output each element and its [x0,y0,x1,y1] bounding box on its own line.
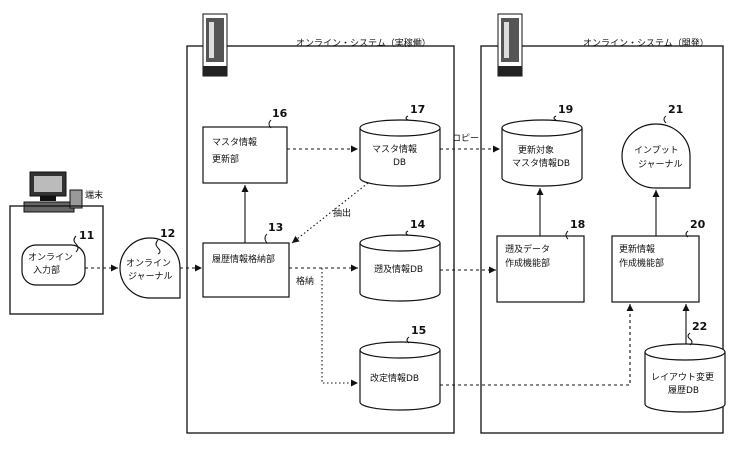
edge-master-db-to-history [291,182,369,244]
terminal-frame [9,205,104,315]
ref-leader-19 [553,115,557,121]
ref-leader-22 [687,332,693,346]
online-journal-label-2: ジャーナル [128,271,173,282]
ref-leader-16 [268,119,272,129]
input-journal-label-1: インプット [634,145,679,156]
history-info-storage-unit-label: 履歴情報格納部 [212,253,275,265]
ref-leader-13 [264,233,268,244]
online-input-unit [21,244,86,286]
online-input-unit-label-1: オンライン [28,252,73,263]
ref-num-14: 14 [410,218,426,231]
revision-info-db [359,341,441,411]
master-info-db [359,119,441,187]
retroactive-info-db-label: 遡及情報DB [374,263,423,275]
development-system-title: オンライン・システム（開発） [583,37,709,49]
retroactive-data-creation-unit [496,235,585,303]
ref-leader-11 [73,235,79,253]
edge-label-store: 格納 [296,275,314,287]
ref-num-11: 11 [79,229,94,242]
update-info-creation-unit-label-1: 更新情報 [619,243,655,255]
ref-leader-14 [405,230,409,236]
ref-num-16: 16 [272,107,288,120]
ref-leader-21 [663,115,667,124]
edge-revision-db-to-update-creation [440,304,634,386]
layout-change-history-db-label-2: 履歴DB [668,385,699,396]
update-info-creation-unit-label-2: 作成機能部 [619,257,664,269]
ref-num-15: 15 [411,324,426,337]
online-journal [119,237,181,299]
production-system-title: オンライン・システム（実稼働） [296,37,431,49]
input-journal [621,123,691,189]
edge-label-copy: コピー [452,133,479,144]
target-master-info-db-label-2: マスタ情報DB [512,157,570,169]
ref-num-21: 21 [668,103,683,116]
master-info-db-label-1: マスタ情報 [372,143,417,155]
ref-num-20: 20 [690,218,706,231]
online-input-unit-label-2: 入力部 [33,264,60,276]
online-journal-label-1: オンライン [126,258,171,269]
ref-leader-18 [565,230,569,240]
terminal-label: 端末 [85,189,103,201]
input-journal-label-2: ジャーナル [638,159,683,170]
retroactive-data-creation-unit-label-2: 作成機能部 [505,257,550,269]
master-info-update-unit [202,126,288,184]
retroactive-data-creation-unit-label-1: 遡及データ [505,243,550,255]
production-system-frame [186,45,455,434]
retroactive-info-db [359,234,441,302]
ref-num-17: 17 [410,103,425,116]
ref-num-13: 13 [268,221,283,234]
ref-num-12: 12 [160,227,175,240]
target-master-info-db-label-1: 更新対象 [518,144,554,156]
production-server-icon [202,13,228,77]
ref-leader-15 [406,336,410,344]
master-info-update-unit-label-1: マスタ情報 [212,136,257,148]
ref-leader-20 [685,230,689,238]
development-system-frame [480,45,724,434]
master-info-db-label-2: DB [393,158,406,168]
ref-num-22: 22 [692,320,707,333]
layout-change-history-db-label-1: レイアウト変更 [651,371,714,383]
ref-leader-12 [155,239,161,255]
ref-leader-17 [405,115,409,121]
update-info-creation-unit [611,235,700,303]
edge-history-to-revision-db [321,268,358,387]
terminal-computer-icon [23,171,83,213]
target-master-info-db [501,119,583,187]
master-info-update-unit-label-2: 更新部 [212,153,239,165]
history-info-storage-unit [202,242,290,298]
development-server-icon [497,13,523,77]
ref-num-18: 18 [570,218,585,231]
ref-num-19: 19 [558,103,573,116]
revision-info-db-label: 改定情報DB [370,372,419,384]
edge-label-extract: 抽出 [333,207,351,219]
layout-change-history-db [644,343,726,413]
